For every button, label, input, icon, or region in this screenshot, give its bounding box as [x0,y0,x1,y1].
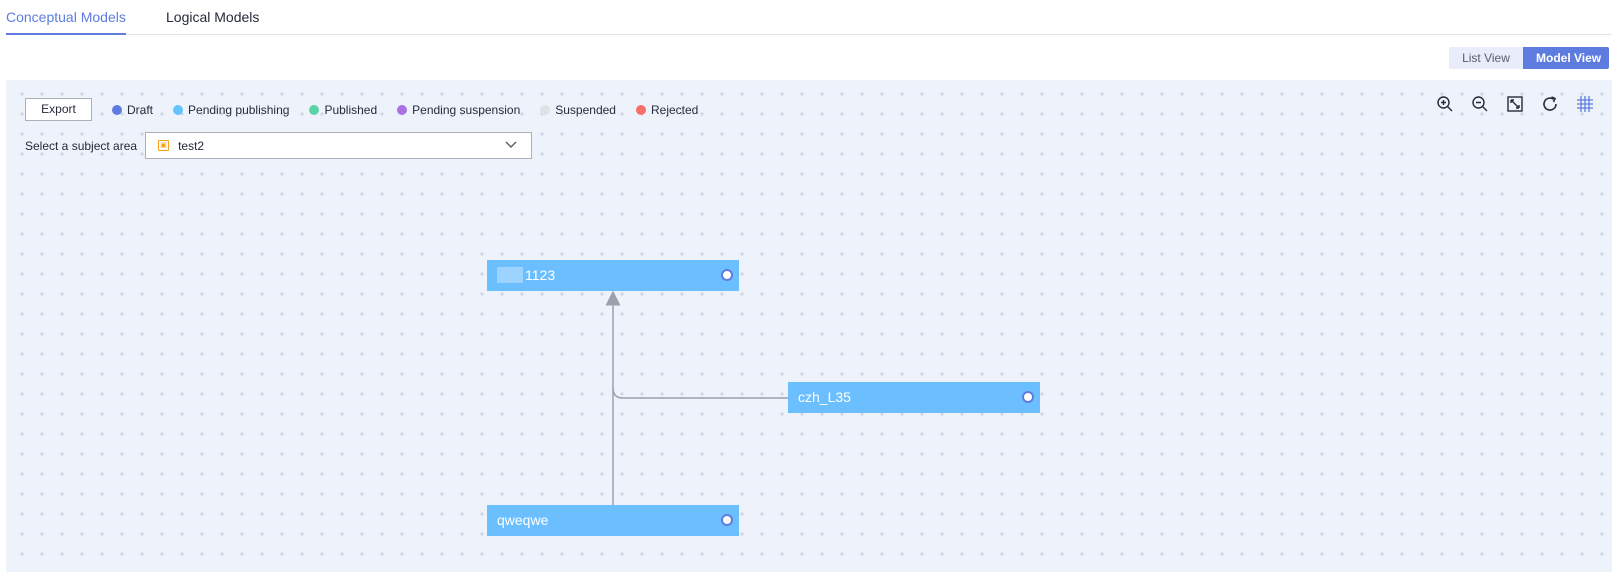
rejected-dot-icon [635,104,646,115]
legend-label: Pending suspension [412,102,521,117]
refresh-icon[interactable] [1541,95,1559,113]
subject-area-row: Select a subject area ▣ test2 [25,132,533,159]
subject-area-label: Select a subject area [25,138,138,153]
pending-suspension-dot-icon [397,104,408,115]
model-view-button[interactable]: Model View [1523,47,1609,69]
subject-area-value: test2 [178,138,205,153]
suspended-dot-icon [540,104,551,115]
legend-label: Pending publishing [188,102,290,117]
list-view-button[interactable]: List View [1449,47,1523,69]
grid-icon[interactable] [1576,95,1594,113]
redacted-prefix [497,266,523,283]
zoom-in-icon[interactable] [1436,95,1454,113]
node-label: 1123 [525,267,556,283]
node-port-icon[interactable] [721,269,733,281]
draft-dot-icon [112,104,122,115]
model-canvas[interactable]: Export Draft Pending publishing Publishe… [6,80,1612,572]
legend-label: Suspended [555,102,616,117]
node-port-icon[interactable] [721,514,733,526]
fit-screen-icon[interactable] [1506,95,1524,113]
zoom-out-icon[interactable] [1471,95,1489,113]
model-tabs: Conceptual Models Logical Models [6,0,1611,35]
node-label: czh_L35 [798,389,851,405]
model-node-qweqwe[interactable]: qweqwe [487,505,739,536]
legend-pending-suspension: Pending suspension [397,103,520,117]
node-label: qweqwe [497,512,549,528]
subject-area-select[interactable]: ▣ test2 [145,132,533,159]
legend-published: Published [309,103,377,117]
status-legend: Draft Pending publishing Published Pendi… [112,103,718,117]
pending-publishing-dot-icon [173,104,184,115]
tab-conceptual-models[interactable]: Conceptual Models [6,9,126,35]
legend-label: Published [324,102,378,117]
legend-label: Rejected [650,102,699,117]
legend-pending-publishing: Pending publishing [173,103,289,117]
model-node-1123[interactable]: 1123 [487,260,739,291]
tab-logical-models[interactable]: Logical Models [166,9,260,25]
export-button[interactable]: Export [25,98,92,121]
subject-area-icon: ▣ [158,140,170,151]
canvas-toolbar: Export Draft Pending publishing Publishe… [25,98,718,121]
legend-rejected: Rejected [635,102,699,117]
node-port-icon[interactable] [1022,391,1034,403]
canvas-grid [6,80,1612,572]
published-dot-icon [309,104,320,115]
legend-suspended: Suspended [540,103,616,117]
canvas-view-tools [1419,95,1594,113]
view-switch: List View Model View [1449,47,1609,69]
legend-draft: Draft [112,103,153,117]
legend-label: Draft [127,102,154,117]
model-node-czh-l35[interactable]: czh_L35 [788,382,1040,413]
chevron-down-icon [505,141,517,148]
